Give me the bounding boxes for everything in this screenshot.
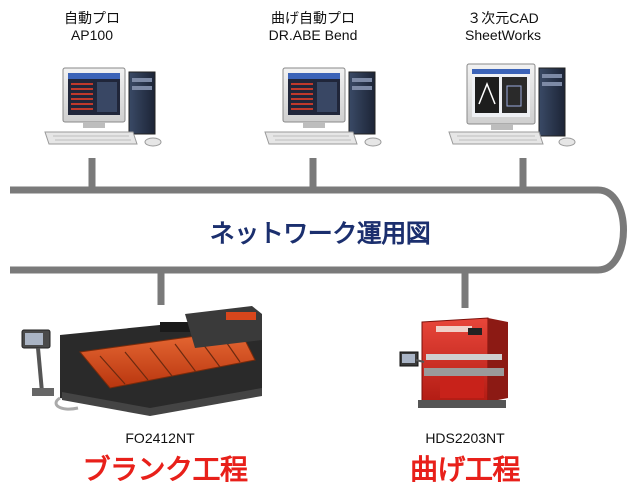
computer-1-model: AP100: [70, 27, 114, 43]
machine-1-process: ブランク工程: [82, 453, 248, 486]
computer-connectors: [88, 158, 527, 308]
machine-2-process: 曲げ工程: [409, 453, 521, 486]
computer-3-label: ３次元CAD SheetWorks: [448, 10, 558, 44]
computer-2-model: DR.ABE Bend: [268, 27, 358, 43]
machine-1-model: FO2412NT: [125, 430, 195, 446]
computer-2: [264, 67, 382, 147]
network-bus: [10, 186, 627, 274]
computer-3-model: SheetWorks: [465, 27, 541, 43]
computer-3-name: ３次元CAD: [467, 10, 539, 26]
laser-machine: [21, 306, 262, 416]
computer-1-name: 自動プロ: [64, 10, 120, 26]
computer-3: [448, 63, 576, 147]
computer-1-label: 自動プロ AP100: [37, 10, 147, 44]
machine-2-model: HDS2203NT: [425, 430, 505, 446]
press-brake: [399, 317, 508, 408]
network-label: ネットワーク運用図: [209, 219, 431, 248]
computer-2-name: 曲げ自動プロ: [271, 10, 355, 26]
computer-2-label: 曲げ自動プロ DR.ABE Bend: [243, 10, 383, 44]
computer-1: [44, 67, 162, 147]
